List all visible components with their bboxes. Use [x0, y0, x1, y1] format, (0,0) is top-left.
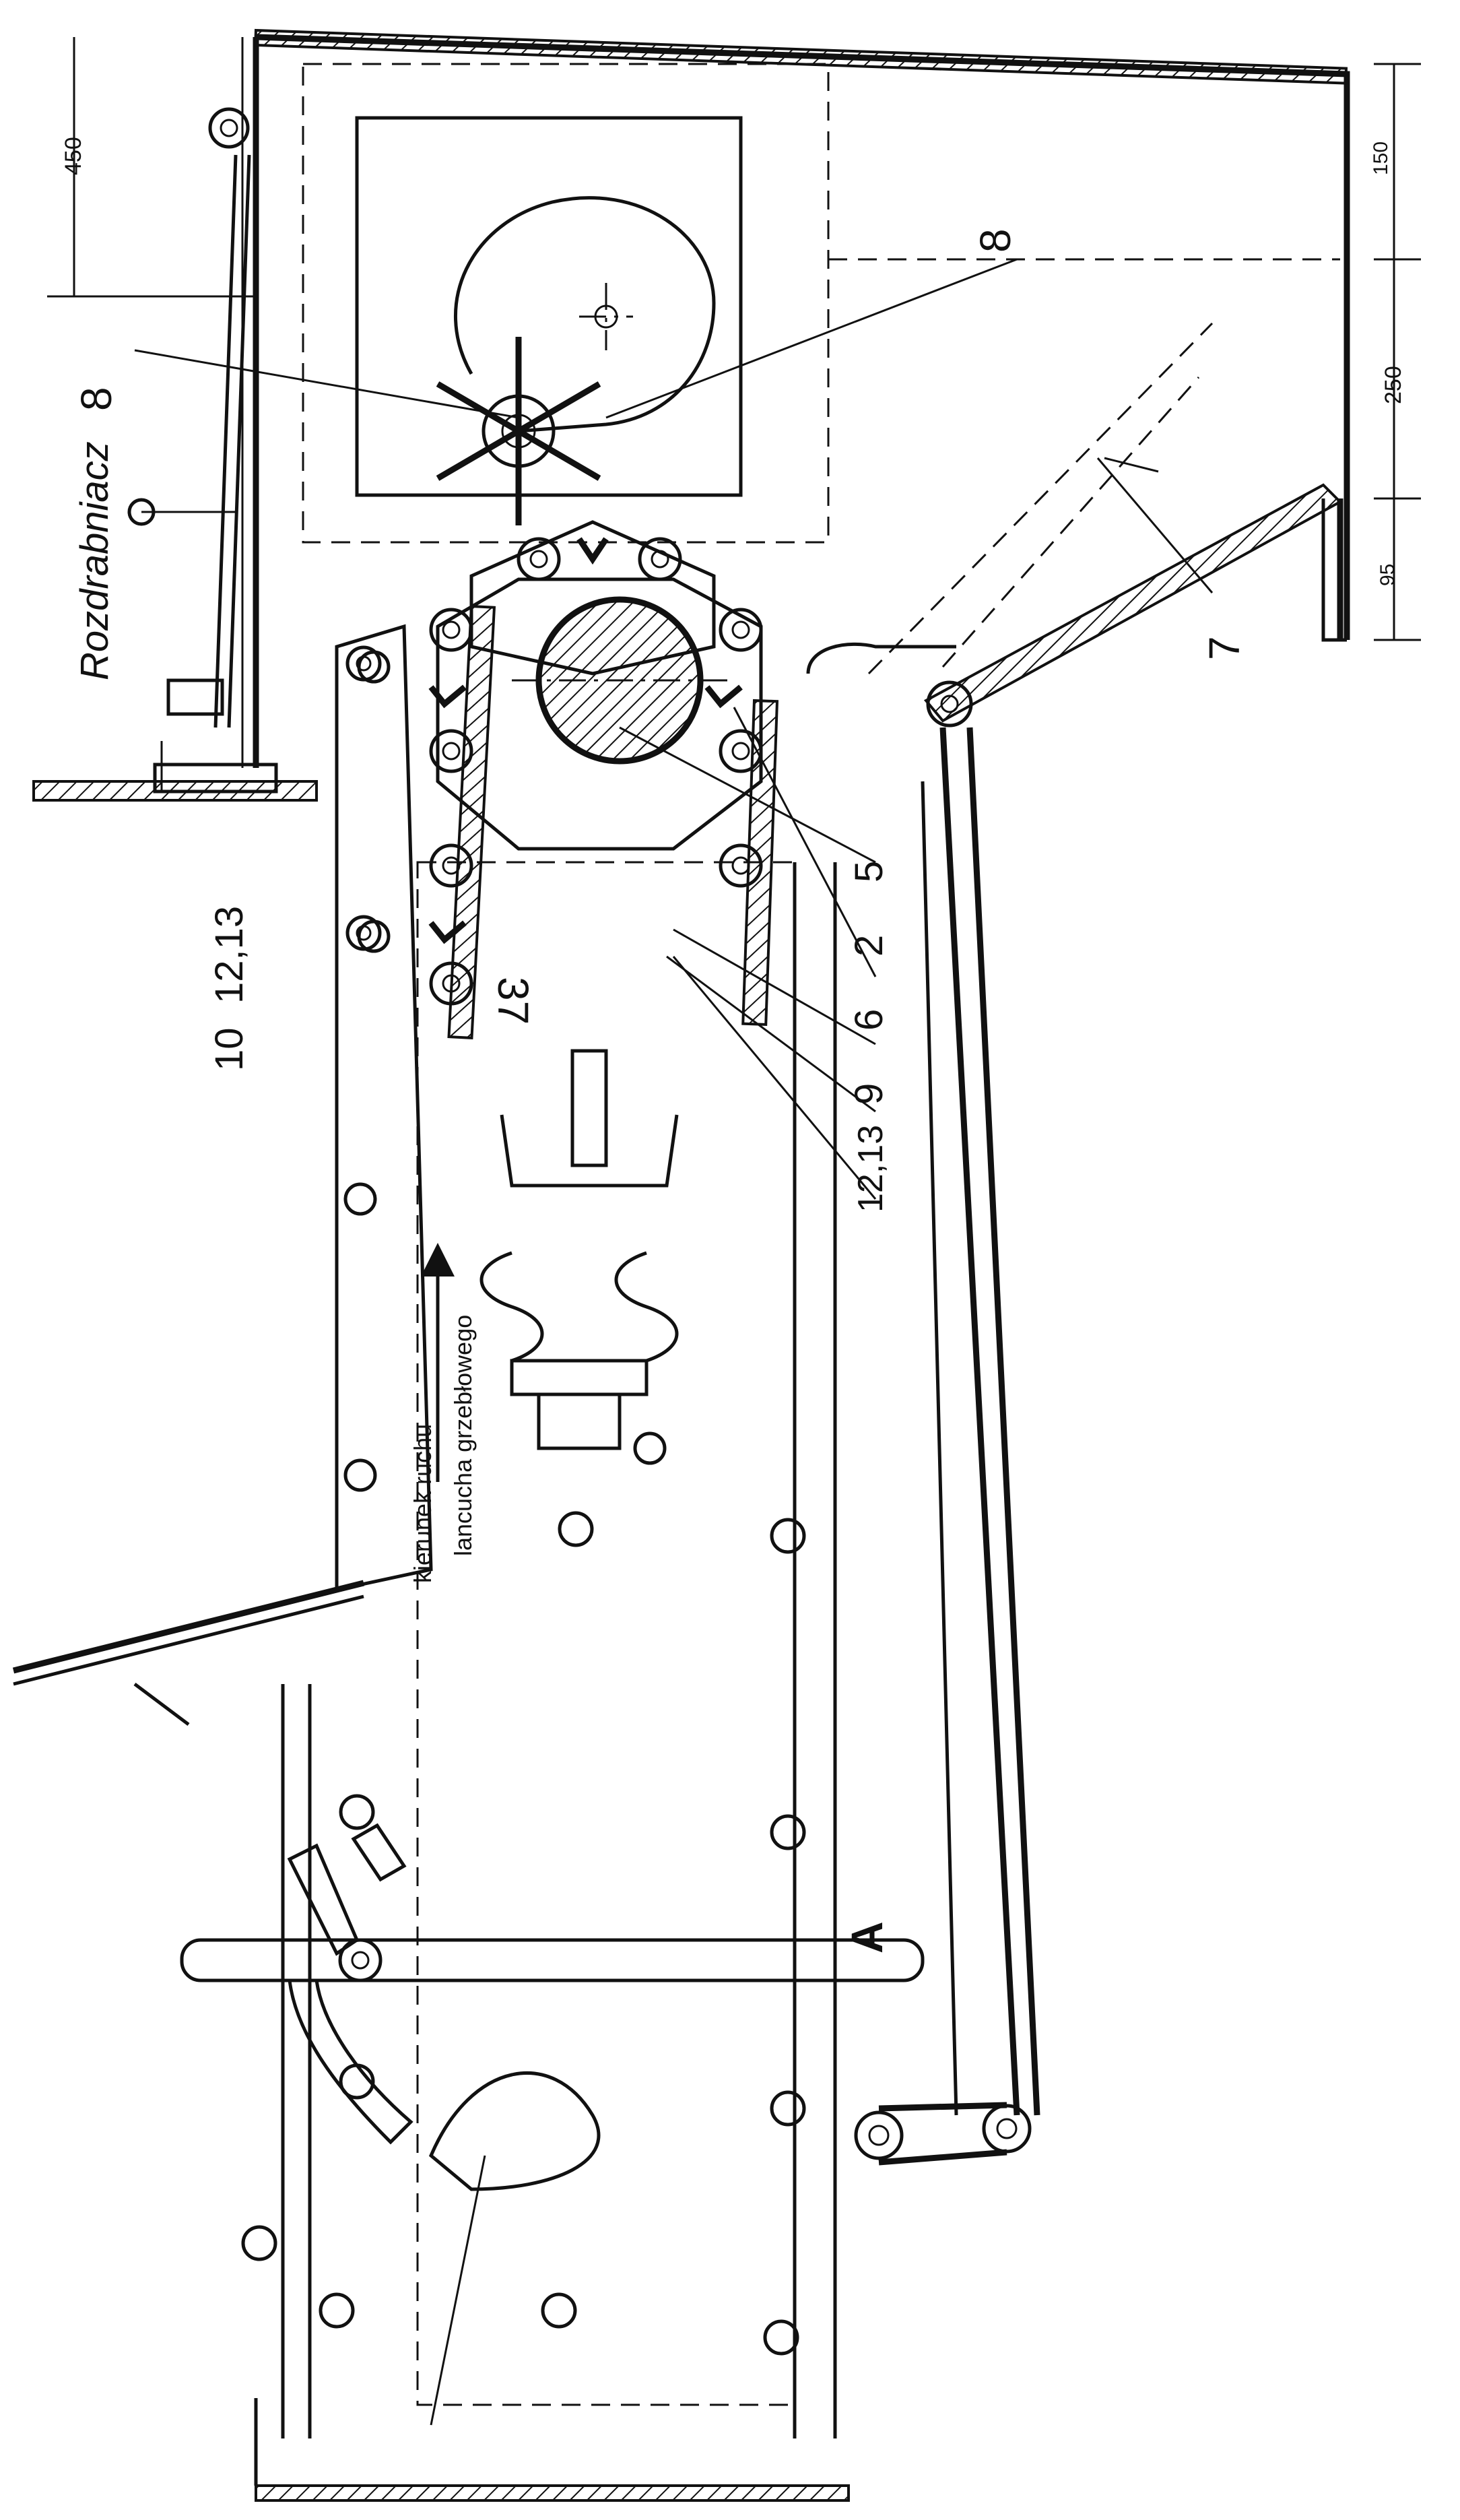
- callout-9: 9: [847, 1083, 891, 1105]
- cam-slot: [428, 2071, 601, 2426]
- callout-6: 6: [847, 1009, 891, 1031]
- callout-5: 5: [847, 861, 891, 882]
- dimension-95: 95: [1376, 564, 1399, 586]
- callout-2: 2: [847, 935, 891, 957]
- spring-assembly: [479, 1049, 679, 1450]
- left-dimension-lines: [47, 37, 256, 298]
- leader-lines: [134, 258, 1214, 1200]
- dimension-250: 250: [1381, 366, 1406, 404]
- arrow-text-line1: kierunek ruchu: [409, 1424, 436, 1583]
- left-plate: [32, 780, 318, 802]
- channel-wall-left: [447, 604, 496, 1040]
- conveyor-body: [281, 861, 837, 2438]
- rocker-arm: [806, 642, 1040, 2166]
- callout-8: 8: [971, 228, 1020, 253]
- shredder-rotor: [436, 337, 601, 525]
- title-number: 8: [72, 387, 121, 411]
- section-mark-A: A: [842, 1921, 892, 1953]
- callout-10: 10: [207, 1027, 251, 1071]
- body-bolts: [241, 1431, 806, 2356]
- bottom-plate: [255, 2484, 850, 2502]
- lever-shaft-A: [180, 1823, 925, 2145]
- left-frame: [335, 624, 433, 1592]
- callout-12-13-left: 12,13: [207, 906, 251, 1004]
- discharge-chute: [923, 483, 1343, 723]
- callout-7: 7: [1200, 636, 1249, 660]
- arrow-text-line2: lancucha grzebłowego: [449, 1315, 477, 1556]
- callout-12-13-right: 12,13: [851, 1125, 890, 1213]
- shredder-box: [302, 63, 830, 544]
- hopper-outline: [241, 34, 1350, 768]
- top-plate-hatch: [254, 28, 1348, 85]
- lower-hopper: [12, 1580, 365, 1726]
- callout-37: 37: [489, 977, 537, 1025]
- right-dimension-lines: [828, 63, 1421, 641]
- dimension-450: 450: [61, 137, 86, 175]
- dimension-150: 150: [1370, 141, 1392, 175]
- title-label: Rozdrabniacz: [73, 441, 117, 680]
